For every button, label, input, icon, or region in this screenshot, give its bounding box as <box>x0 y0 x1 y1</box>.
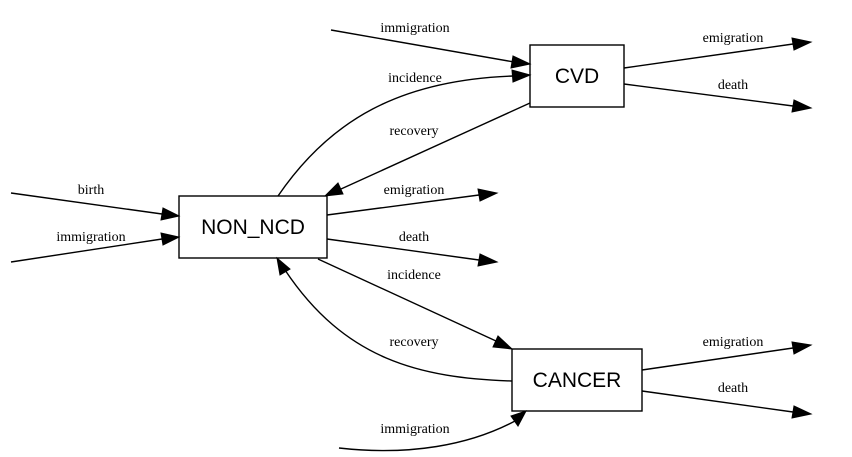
edge-label-immigration-cvd: immigration <box>380 21 449 36</box>
node-non-ncd-label: NON_NCD <box>201 216 305 239</box>
edge-recovery-cancer-to-non-ncd: recovery <box>276 256 513 382</box>
node-cancer-label: CANCER <box>533 369 622 392</box>
edge-immigration-to-cancer: immigration <box>338 410 528 452</box>
arrowhead-icon <box>276 256 291 276</box>
edge-label-immigration-non-ncd: immigration <box>56 230 125 245</box>
edge-label-emigration-cancer: emigration <box>703 335 764 350</box>
edge-recovery-cvd-to-non-ncd: recovery <box>323 102 531 197</box>
edge-emigration-from-cancer: emigration <box>641 335 813 371</box>
edge-incidence-non-ncd-to-cvd: incidence <box>277 69 532 197</box>
arrowhead-icon <box>791 405 813 419</box>
node-cvd: CVD <box>529 44 625 108</box>
edge-label-death-non-ncd: death <box>399 230 429 245</box>
edge-label-emigration-cvd: emigration <box>703 31 764 46</box>
edge-birth-to-non-ncd: birth <box>10 183 181 221</box>
arrowhead-icon <box>323 182 344 197</box>
arrowhead-icon <box>477 188 499 202</box>
edge-label-incidence-cancer: incidence <box>387 268 441 283</box>
edge-incidence-non-ncd-to-cancer: incidence <box>317 258 514 350</box>
arrowhead-icon <box>492 335 514 350</box>
edge-death-from-non-ncd: death <box>326 230 499 267</box>
edge-label-death-cancer: death <box>718 381 748 396</box>
arrowhead-icon <box>511 69 532 83</box>
edge-label-incidence-cvd: incidence <box>388 71 442 86</box>
edge-label-birth: birth <box>78 183 104 198</box>
arrowhead-icon <box>791 99 813 113</box>
edge-label-death-cvd: death <box>718 78 748 93</box>
edge-label-emigration-non-ncd: emigration <box>384 183 445 198</box>
arrowhead-icon <box>160 232 181 246</box>
arrowhead-icon <box>791 341 813 355</box>
edge-label-recovery-cvd: recovery <box>390 124 439 139</box>
arrowhead-icon <box>477 253 499 267</box>
edge-death-from-cancer: death <box>641 381 813 419</box>
arrowhead-icon <box>510 55 532 69</box>
edge-label-immigration-cancer: immigration <box>380 422 449 437</box>
edge-emigration-from-cvd: emigration <box>623 31 813 69</box>
arrowhead-icon <box>791 37 813 51</box>
edge-immigration-to-cvd: immigration <box>330 21 532 69</box>
arrowhead-icon <box>160 207 181 221</box>
edge-immigration-to-non-ncd: immigration <box>10 230 181 263</box>
edge-death-from-cvd: death <box>623 78 813 113</box>
node-non-ncd: NON_NCD <box>178 195 328 259</box>
edge-emigration-from-non-ncd: emigration <box>326 183 499 216</box>
node-cancer: CANCER <box>511 348 643 412</box>
arrowhead-icon <box>510 410 528 427</box>
node-cvd-label: CVD <box>555 65 599 88</box>
edge-label-recovery-cancer: recovery <box>390 335 439 350</box>
